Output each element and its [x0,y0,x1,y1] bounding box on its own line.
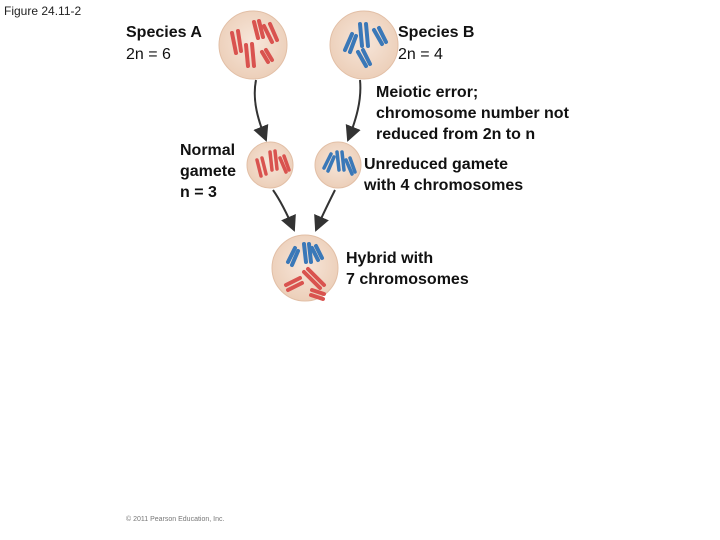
meiotic-error-line1: Meiotic error; [376,84,479,101]
unreduced-gamete-line2: with 4 chromosomes [364,177,524,194]
unreduced-gamete-label: Unreduced gamete with 4 chromosomes [364,154,523,196]
species-a-title: Species A [126,24,202,41]
hybrid-cell [271,234,339,302]
unreduced-gamete-cell [314,141,362,189]
copyright-notice: © 2011 Pearson Education, Inc. [126,516,225,523]
arrow-a-to-gamete [253,79,269,142]
normal-gamete-label: Normal gamete n = 3 [180,140,236,203]
figure-label: Figure 24.11-2 [4,4,82,18]
meiotic-error-line3: reduced from 2n to n [376,126,536,143]
normal-gamete-line1: Normal [180,142,236,159]
species-a-ploidy: 2n = 6 [126,46,171,63]
meiotic-error-label: Meiotic error; chromosome number not red… [376,82,569,145]
species-b-cell [329,10,399,80]
hybrid-line1: Hybrid with [346,250,434,267]
species-b-title: Species B [398,24,475,41]
normal-gamete-cell [246,141,294,189]
species-a-cell [218,10,288,80]
meiotic-error-line2: chromosome number not [376,105,569,122]
unreduced-gamete-line1: Unreduced gamete [364,156,509,173]
arrow-b-to-gamete [345,79,362,142]
hybrid-label: Hybrid with 7 chromosomes [346,248,469,290]
species-b-ploidy: 2n = 4 [398,46,443,63]
normal-gamete-line2: gamete [180,163,237,180]
arrow-unreduced-gamete-to-hybrid [314,189,336,232]
normal-gamete-line3: n = 3 [180,184,217,201]
arrow-normal-gamete-to-hybrid [272,189,296,232]
hybrid-line2: 7 chromosomes [346,271,469,288]
